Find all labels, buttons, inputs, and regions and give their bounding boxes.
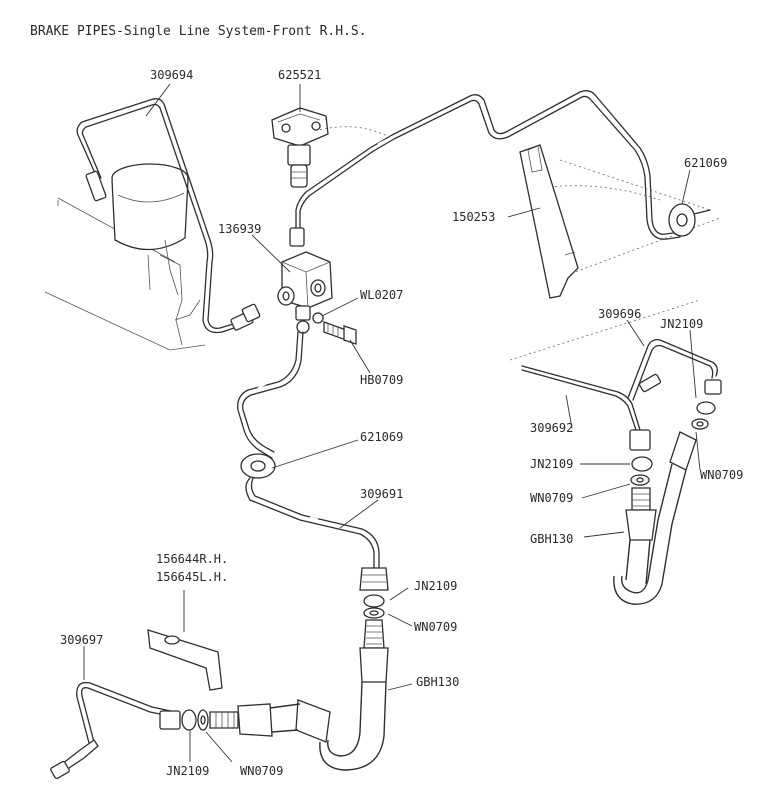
grommet-621069-top (668, 203, 711, 237)
label-150253: 150253 (452, 210, 495, 224)
label-wl0207: WL0207 (360, 288, 403, 302)
bracket-156644 (147, 629, 223, 691)
grommet-621069-mid (240, 453, 276, 479)
bottom-fittings (159, 703, 301, 737)
label-156644: 156644R.H. (156, 552, 228, 566)
pipe-middle (237, 331, 380, 569)
label-hb0709: HB0709 (360, 373, 403, 387)
pipe-309694 (76, 98, 261, 334)
pipe-top-long (295, 90, 681, 240)
label-gbh130-center: GBH130 (416, 675, 459, 689)
bracket-150253 (519, 144, 579, 299)
label-309691: 309691 (360, 487, 403, 501)
label-wn0709-bottom: WN0709 (240, 764, 283, 778)
label-wn0709-right-top: WN0709 (700, 468, 743, 482)
bolt-hb0709 (323, 321, 357, 345)
label-309692: 309692 (530, 421, 573, 435)
label-309697: 309697 (60, 633, 103, 647)
label-wn0709-center: WN0709 (414, 620, 457, 634)
label-wn0709-right-mid: WN0709 (530, 491, 573, 505)
label-jn2109-center: JN2109 (414, 579, 457, 593)
label-621069-mid: 621069 (360, 430, 403, 444)
right-detail-group (521, 338, 722, 605)
part-labels: 309694 625521 621069 150253 136939 WL020… (60, 68, 743, 778)
switch-625521 (271, 107, 329, 188)
label-309694: 309694 (150, 68, 193, 82)
pipe-309697 (50, 681, 181, 780)
label-jn2109-bottom: JN2109 (166, 764, 209, 778)
label-625521: 625521 (278, 68, 321, 82)
label-621069-top: 621069 (684, 156, 727, 170)
label-136939: 136939 (218, 222, 261, 236)
label-gbh130-right: GBH130 (530, 532, 573, 546)
label-309696: 309696 (598, 307, 641, 321)
label-jn2109-right-top: JN2109 (660, 317, 703, 331)
center-hose-assembly (295, 567, 389, 771)
junction-136939 (277, 227, 333, 334)
diagram-title: BRAKE PIPES-Single Line System-Front R.H… (30, 24, 367, 39)
leader-lines (83, 83, 701, 763)
label-156645: 156645L.H. (156, 570, 228, 584)
label-jn2109-right-mid: JN2109 (530, 457, 573, 471)
master-cylinder-body (44, 163, 206, 351)
